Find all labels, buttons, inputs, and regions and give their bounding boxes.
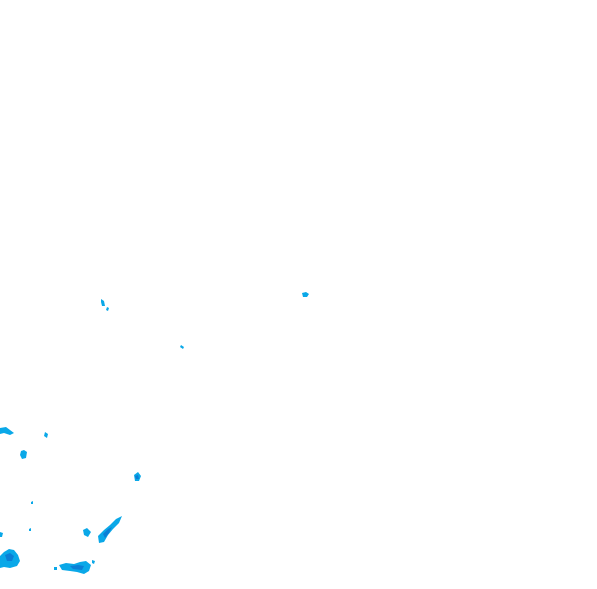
- precip-cell: [92, 560, 95, 564]
- precip-cell: [54, 567, 57, 570]
- precip-cell: [106, 307, 109, 311]
- precip-cell: [180, 345, 184, 349]
- precip-cell: [20, 450, 27, 459]
- precip-cell: [0, 427, 14, 435]
- precip-cell: [29, 528, 31, 531]
- precip-core: [135, 475, 139, 479]
- precip-cell: [44, 432, 48, 438]
- precip-core: [103, 527, 112, 538]
- precip-cell: [101, 299, 105, 306]
- precip-cell: [302, 292, 309, 297]
- precip-core: [5, 553, 14, 561]
- precip-cell: [31, 501, 33, 504]
- precip-cell: [0, 532, 3, 537]
- precip-cell: [83, 528, 91, 537]
- precip-core: [70, 565, 84, 570]
